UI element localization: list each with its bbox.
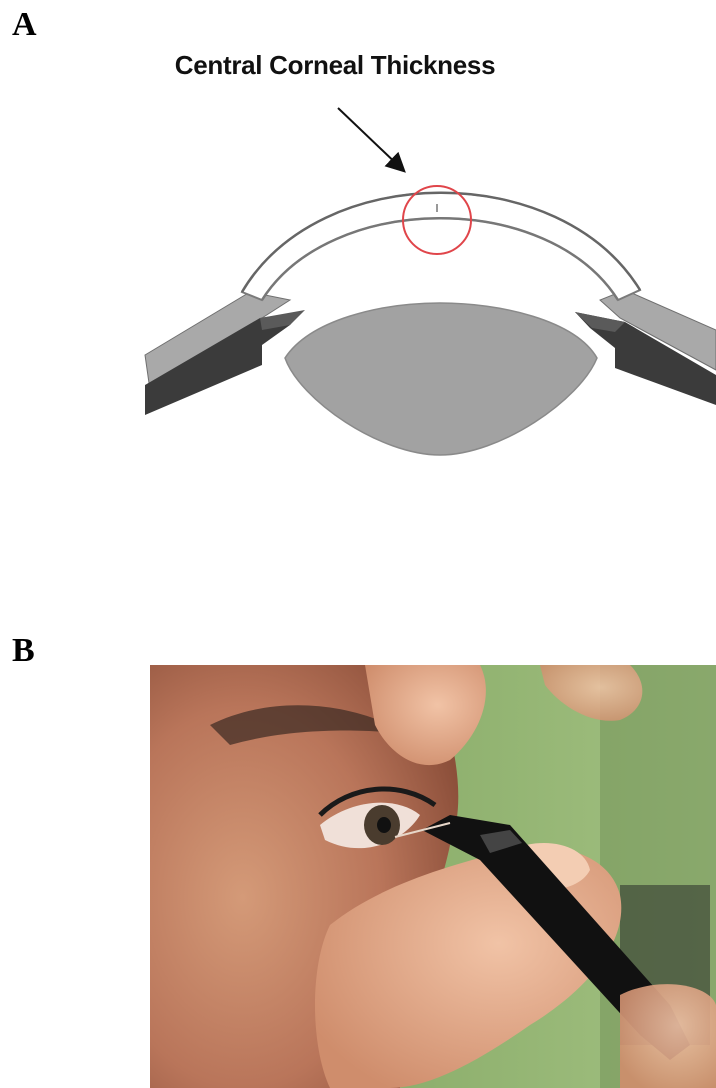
lens [285,303,597,455]
arrow-down-right-icon [338,108,403,170]
pachymetry-photo [150,665,716,1088]
cornea-diagram [0,0,716,480]
left-sclera [145,292,305,415]
panel-label-b: B [12,634,35,668]
right-sclera [575,290,716,405]
cornea [242,193,640,300]
